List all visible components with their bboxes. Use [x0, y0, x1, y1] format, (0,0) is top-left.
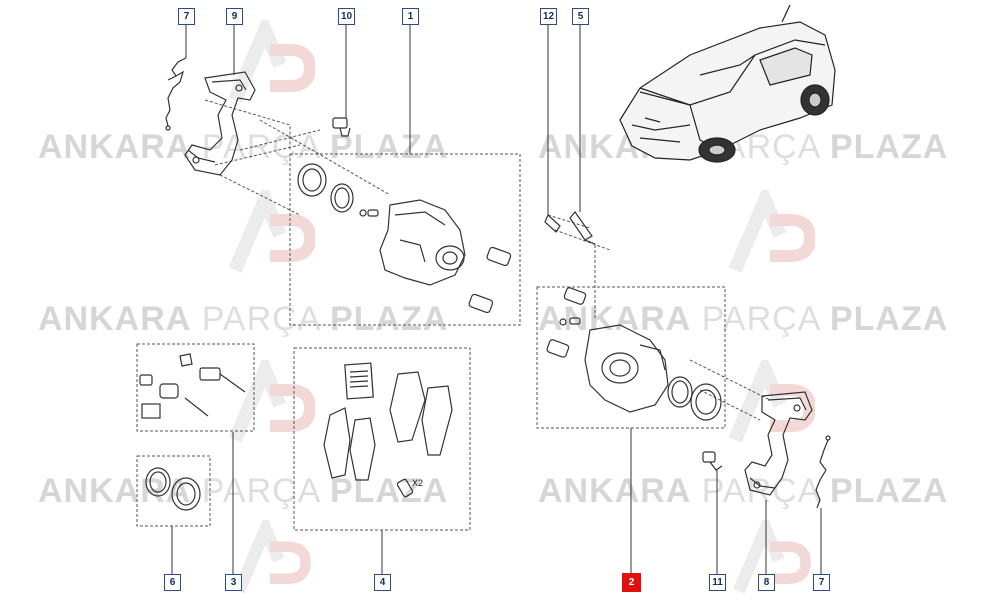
watermark-row-2-right: ANKARA PARÇA PLAZA [538, 300, 949, 338]
caliper-assembly-lower [546, 287, 722, 421]
callout-6[interactable]: 6 [164, 574, 181, 591]
callout-10[interactable]: 10 [338, 8, 355, 25]
callout-7-right[interactable]: 7 [813, 574, 830, 591]
watermark-row-3-right: ANKARA PARÇA PLAZA [538, 472, 949, 510]
callout-12[interactable]: 12 [540, 8, 557, 25]
callout-9[interactable]: 9 [226, 8, 243, 25]
quantity-label: X2 [412, 478, 424, 488]
watermark-logo-1 [228, 20, 315, 103]
assembly-guide-lines [204, 99, 771, 421]
instruction-sheet [344, 362, 374, 400]
callout-5[interactable]: 5 [572, 8, 589, 25]
brake-pad-set [323, 363, 453, 498]
watermark-logo-5 [728, 190, 815, 273]
bolt-11 [702, 451, 723, 471]
callout-4[interactable]: 4 [374, 574, 391, 591]
piston-seal-kit [145, 467, 201, 511]
caliper-bracket-left [184, 71, 256, 176]
guide-pins [544, 211, 596, 245]
watermark-logo-4 [233, 520, 311, 594]
wear-sensor-wire-left [165, 57, 187, 131]
leader-lines [171, 23, 822, 578]
watermark-logo-2 [228, 190, 315, 273]
caliper-bracket-right [744, 391, 813, 496]
watermark-row-3-left: ANKARA PARÇA PLAZA [38, 472, 449, 510]
watermark-logo-3 [228, 360, 315, 443]
dashed-group-boxes [136, 153, 726, 531]
callout-7-left[interactable]: 7 [178, 8, 195, 25]
watermark-row-2-left: ANKARA PARÇA PLAZA [38, 300, 449, 338]
callout-2-highlighted[interactable]: 2 [622, 573, 641, 592]
callout-1[interactable]: 1 [402, 8, 419, 25]
callout-8[interactable]: 8 [758, 574, 775, 591]
bolt-10 [332, 117, 351, 137]
wear-sensor-wire-right [815, 435, 831, 509]
bolt-kit [139, 353, 246, 419]
vehicle-illustration [619, 4, 836, 163]
callout-3[interactable]: 3 [225, 574, 242, 591]
watermark-logo-6 [728, 360, 815, 443]
caliper-assembly-upper [297, 163, 512, 314]
callout-11[interactable]: 11 [709, 574, 726, 591]
